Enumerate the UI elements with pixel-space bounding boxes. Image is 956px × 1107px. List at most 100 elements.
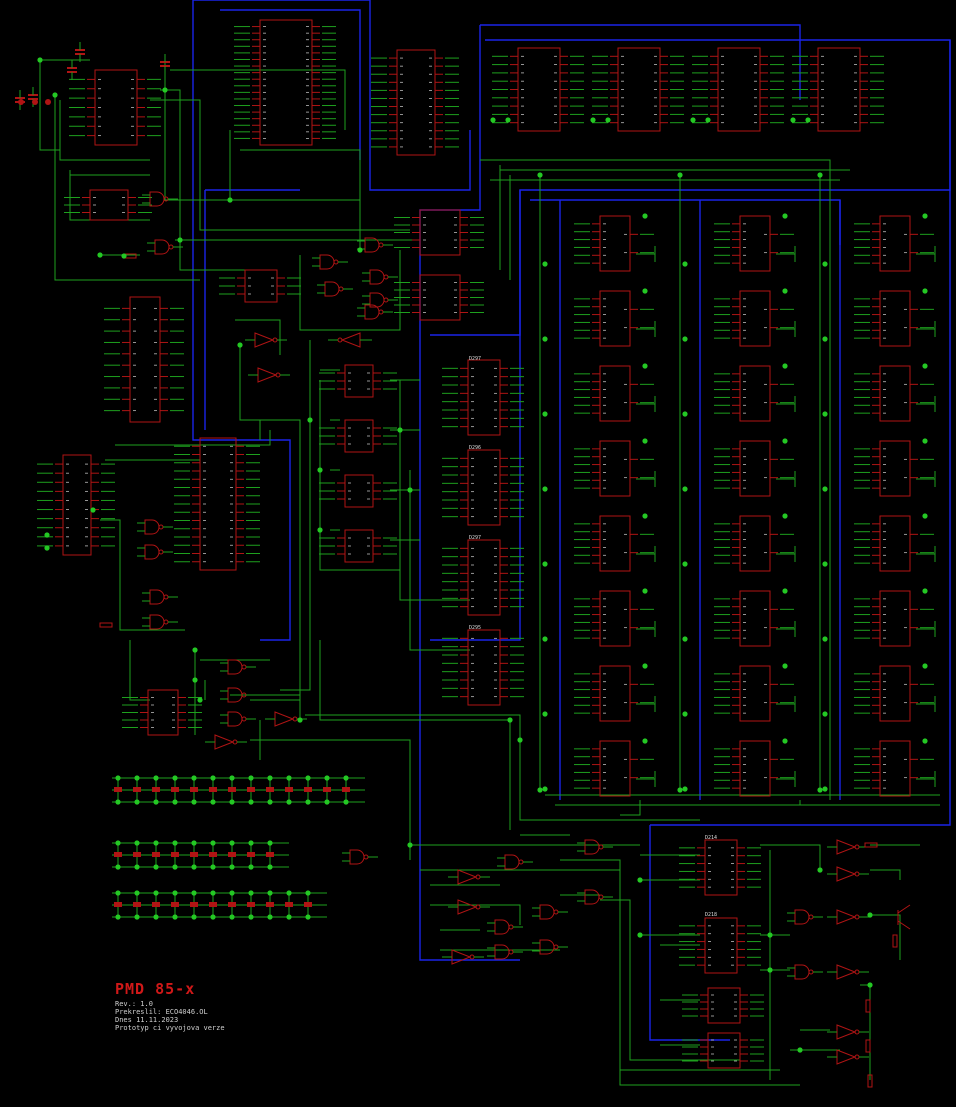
ic-body [717,47,761,132]
junction-dot [822,711,828,717]
ic-chip [574,515,654,572]
junction-dot [677,787,683,793]
array-resistor [114,902,122,907]
junction-dot [642,438,648,444]
inverter-gate [245,332,287,348]
junction-dot [229,914,235,920]
gate-bubble [241,716,247,722]
gate-body [254,332,275,348]
junction-dot [867,912,873,918]
ic-chip [682,1032,764,1069]
junction-dot [115,864,121,870]
nand-gate [357,304,393,320]
ic-body [879,365,911,422]
bus-line [430,190,521,641]
junction-dot [357,247,363,253]
junction-dot [172,914,178,920]
ic-chip [592,47,684,132]
gate-body [794,909,810,925]
nand-gate [317,281,353,297]
wire [409,470,470,651]
ic-chip [371,49,459,156]
junction-dot [134,840,140,846]
inverter-gate [448,899,490,915]
ic-chip [714,290,794,347]
junction-dot [191,775,197,781]
ic-body [707,1032,741,1069]
ic-body [467,539,501,616]
junction-dot [286,799,292,805]
ic-body [879,740,911,797]
gate-bubble [808,969,814,975]
ic-body [599,365,631,422]
gate-body [324,281,340,297]
junction-dot [682,711,688,717]
junction-dot [642,288,648,294]
junction-dot [317,527,323,533]
junction-dot [922,438,928,444]
junction-dot [822,786,828,792]
gate-bubble [163,619,169,625]
nand-gate [220,711,256,727]
array-resistor [190,852,198,857]
gate-body [227,659,243,675]
nand-gate [487,919,523,935]
gate-bubble [168,244,174,250]
junction-dot [237,342,243,348]
ic-chip [219,269,301,303]
ic-body [599,440,631,497]
ic-chip [442,359,524,436]
junction-dot [507,717,513,723]
junction-dot [542,636,548,642]
junction-dot [134,914,140,920]
junction-dot [172,799,178,805]
junction-dot [191,864,197,870]
gate-bubble [163,594,169,600]
array-resistor [133,902,141,907]
junction-dot [191,799,197,805]
junction-dot [37,57,43,63]
gate-bubble [808,914,814,920]
chip-label-d297a: D297 [469,356,482,362]
junction-dot [229,799,235,805]
ic-body [617,47,661,132]
ic-chip [854,740,934,797]
wire [760,844,821,870]
ic-body [259,19,313,146]
junction-dot [822,561,828,567]
ic-body [94,69,138,146]
gate-body [836,866,857,882]
gate-bubble [383,274,389,280]
junction-dot [705,117,711,123]
connector-pin [45,99,51,105]
wire [100,519,185,631]
array-resistor [285,787,293,792]
array-resistor [323,787,331,792]
junction-dot [115,890,121,896]
nand-gate [220,659,256,675]
array-resistor [247,902,255,907]
transistor [897,904,911,930]
junction-dots [37,57,928,1053]
inverter-gate [827,909,869,925]
junction-dot [682,261,688,267]
junction-dot [267,775,273,781]
junction-dot [115,775,121,781]
junction-dot [210,840,216,846]
wire [620,800,641,816]
wire [280,340,311,691]
resistor [864,842,878,848]
ic-body [517,47,561,132]
ic-body [599,290,631,347]
wire [560,859,780,1071]
junction-dot [121,253,127,259]
bus-line [530,199,841,245]
junction-dot [153,840,159,846]
resistor [865,1039,871,1053]
ic-chip [319,529,397,563]
resistor [865,999,871,1013]
wire [480,159,831,800]
junction-dot [210,914,216,920]
junction-dot [172,890,178,896]
gate-bubble [383,297,389,303]
